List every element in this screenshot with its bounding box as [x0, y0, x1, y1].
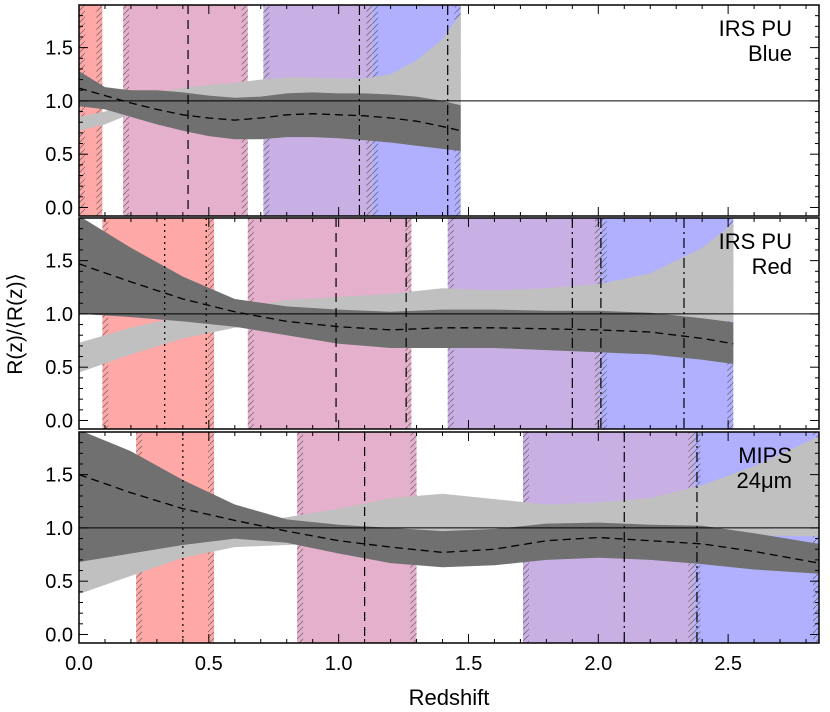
median-curve — [79, 473, 819, 564]
y-tick-label: 0.5 — [45, 357, 73, 379]
x-tick-label: 0.0 — [65, 653, 93, 675]
y-tick-label: 1.5 — [45, 251, 73, 273]
y-tick-label: 1.5 — [45, 465, 73, 487]
band-edge-hatch — [96, 5, 103, 216]
panel-label-line1: IRS PU — [719, 229, 792, 254]
median-curve — [79, 87, 461, 132]
x-tick-label: 0.5 — [195, 653, 223, 675]
panel-label-line2: Red — [752, 254, 792, 279]
panel-frame — [78, 431, 820, 644]
panel-label-line2: 24μm — [737, 468, 792, 493]
x-axis-label: Redshift — [409, 685, 490, 710]
y-axis-label: R(z)/⟨R(z)⟩ — [4, 273, 27, 375]
panel-body — [79, 218, 819, 429]
median-curve — [79, 263, 734, 345]
y-tick-label: 1.5 — [45, 38, 73, 60]
panel-frame — [78, 4, 820, 217]
y-tick-label: 0.0 — [45, 410, 73, 432]
x-tick-label: 2.5 — [714, 653, 742, 675]
x-tick-label: 2.0 — [584, 653, 612, 675]
panel-label-line1: IRS PU — [719, 16, 792, 41]
y-tick-label: 0.5 — [45, 144, 73, 166]
y-tick-label: 1.0 — [45, 304, 73, 326]
panel-label-line1: MIPS — [738, 443, 792, 468]
x-tick-label: 1.5 — [455, 653, 483, 675]
dark-envelope — [79, 432, 819, 574]
band-edge-hatch — [79, 5, 85, 216]
dark-envelope — [79, 71, 461, 151]
panel-label-line2: Blue — [748, 41, 792, 66]
y-tick-label: 0.0 — [45, 197, 73, 219]
panel-frame — [78, 217, 820, 430]
panel-body — [79, 5, 819, 216]
band-edge-hatch — [102, 218, 109, 429]
y-tick-label: 0.5 — [45, 571, 73, 593]
x-tick-labels: 0.0 0.5 1.0 1.5 2.0 2.5 — [65, 653, 742, 675]
y-tick-label: 1.0 — [45, 518, 73, 540]
y-tick-label: 1.0 — [45, 91, 73, 113]
x-tick-label: 1.0 — [325, 653, 353, 675]
y-tick-label: 0.0 — [45, 624, 73, 646]
dark-envelope — [79, 218, 734, 364]
light-envelope — [79, 436, 819, 594]
panel-body — [79, 432, 819, 643]
band-edge-hatch — [813, 432, 819, 643]
